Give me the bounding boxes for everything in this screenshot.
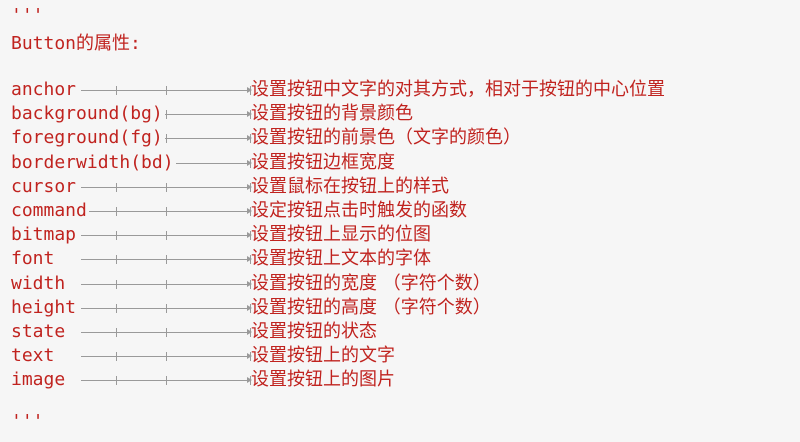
attribute-row: borderwidth(bd) 设置按钮边框宽度 (11, 150, 791, 175)
attribute-description: 设置按钮上文本的字体 (251, 248, 431, 270)
attribute-name: state (11, 320, 68, 344)
attribute-row: text 设置按钮上的文字 (11, 344, 791, 369)
attribute-description: 设置鼠标在按钮上的样式 (251, 175, 449, 197)
attribute-name: bitmap (11, 223, 79, 248)
attribute-row: width 设置按钮的宽度 （字符个数） (11, 271, 791, 296)
attribute-description: 设置按钮的状态 (251, 321, 377, 342)
attribute-row: image 设置按钮上的图片 (11, 368, 791, 393)
tab-arrow-icon (81, 86, 252, 95)
attribute-description: 设置按钮的高度 （字符个数） (251, 296, 491, 318)
attribute-description: 设置按钮的背景颜色 (251, 103, 413, 125)
attribute-name: text (11, 344, 57, 369)
attribute-row: state 设置按钮的状态 (11, 320, 791, 344)
attribute-name: foreground(fg) (11, 126, 165, 151)
attribute-name: borderwidth(bd) (11, 150, 176, 175)
attribute-row: bitmap 设置按钮上显示的位图 (11, 223, 791, 248)
attribute-name: width (11, 271, 68, 296)
section-heading: Button的属性: (11, 33, 141, 54)
tab-arrow-icon (81, 182, 252, 192)
attribute-name: anchor (11, 78, 79, 102)
attribute-row: background(bg) 设置按钮的背景颜色 (11, 102, 791, 127)
tab-arrow-icon (81, 352, 252, 362)
tab-arrow-icon (81, 207, 252, 216)
attribute-row: cursor 设置鼠标在按钮上的样式 (11, 174, 791, 199)
tab-arrow-icon (81, 279, 252, 289)
code-fence-open: ''' (11, 5, 44, 26)
attribute-row: anchor 设置按钮中文字的对其方式，相对于按钮的中心位置 (11, 78, 791, 102)
attribute-row: foreground(fg) 设置按钮的前景色（文字的颜色） (11, 126, 791, 151)
attribute-description: 设置按钮中文字的对其方式，相对于按钮的中心位置 (251, 79, 665, 100)
attribute-name: font (11, 247, 57, 272)
attribute-description: 设置按钮上显示的位图 (251, 224, 431, 246)
tab-arrow-icon (81, 328, 252, 337)
attribute-name: height (11, 295, 79, 320)
attribute-name: image (11, 368, 68, 393)
attribute-description: 设定按钮点击时触发的函数 (251, 200, 467, 221)
attribute-row: height 设置按钮的高度 （字符个数） (11, 295, 791, 320)
attribute-description: 设置按钮边框宽度 (251, 151, 395, 173)
code-fence-close: ''' (11, 411, 44, 432)
tab-arrow-icon (81, 303, 252, 313)
attribute-description: 设置按钮上的图片 (251, 369, 395, 391)
attribute-name: background(bg) (11, 102, 165, 127)
attribute-row: font 设置按钮上文本的字体 (11, 247, 791, 272)
tab-arrow-icon (81, 231, 252, 241)
attribute-description: 设置按钮上的文字 (251, 345, 395, 367)
tab-arrow-icon (81, 255, 252, 265)
attribute-description: 设置按钮的前景色（文字的颜色） (251, 127, 521, 149)
attribute-name: cursor (11, 174, 79, 199)
tab-arrow-icon (81, 376, 252, 386)
attribute-description: 设置按钮的宽度 （字符个数） (251, 272, 491, 294)
attribute-name: command (11, 199, 89, 223)
attribute-row: command 设定按钮点击时触发的函数 (11, 199, 791, 223)
